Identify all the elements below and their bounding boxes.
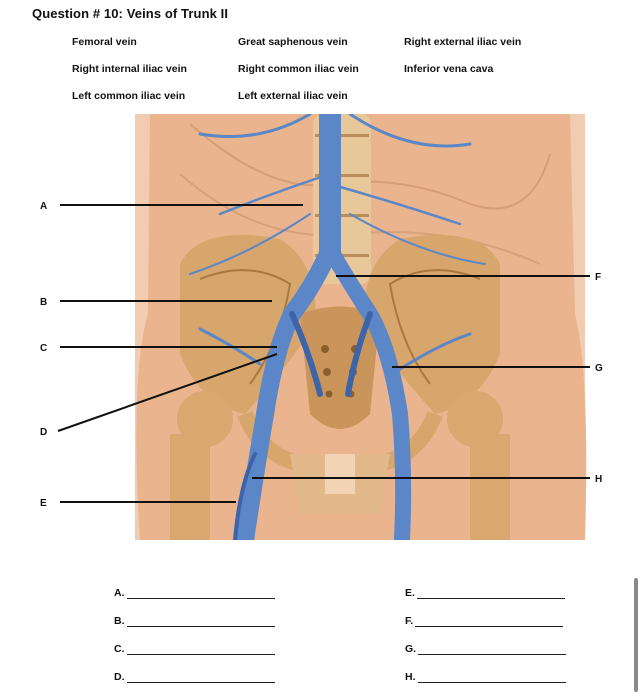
word-bank-item: Right external iliac vein bbox=[404, 36, 522, 48]
answer-blank-e[interactable] bbox=[416, 587, 565, 599]
answer-label: D. bbox=[114, 671, 125, 683]
leader-lines bbox=[57, 204, 590, 503]
answer-row-b[interactable]: B. bbox=[114, 615, 275, 627]
answer-blank-g[interactable] bbox=[418, 643, 567, 655]
answer-row-a[interactable]: A. bbox=[114, 587, 275, 599]
word-bank-item: Inferior vena cava bbox=[404, 63, 494, 75]
answer-blank-b[interactable] bbox=[126, 615, 275, 627]
scrollbar-thumb[interactable] bbox=[634, 578, 638, 692]
word-bank-item: Left common iliac vein bbox=[72, 90, 186, 102]
answer-label: C. bbox=[114, 643, 125, 655]
leader-line-d bbox=[57, 353, 278, 432]
answer-label: H. bbox=[405, 671, 416, 683]
answer-row-e[interactable]: E. bbox=[405, 587, 565, 599]
answer-label: G. bbox=[405, 643, 417, 655]
answer-row-f[interactable]: F. bbox=[405, 615, 564, 627]
anatomy-figure: A B C D E F G H bbox=[30, 114, 640, 540]
answer-label: A. bbox=[114, 587, 125, 599]
label-a: A bbox=[40, 201, 47, 212]
answer-blank-c[interactable] bbox=[126, 643, 275, 655]
word-bank: Femoral vein Great saphenous vein Right … bbox=[72, 36, 570, 102]
answer-row-h[interactable]: H. bbox=[405, 671, 566, 683]
label-d: D bbox=[40, 427, 47, 438]
question-title: Question # 10: Veins of Trunk II bbox=[32, 6, 229, 21]
word-bank-item: Great saphenous vein bbox=[238, 36, 348, 48]
word-bank-item: Femoral vein bbox=[72, 36, 137, 48]
label-g: G bbox=[595, 363, 603, 374]
answer-label: F. bbox=[405, 615, 414, 627]
answer-label: E. bbox=[405, 587, 415, 599]
label-b: B bbox=[40, 297, 47, 308]
label-c: C bbox=[40, 343, 47, 354]
answer-row-d[interactable]: D. bbox=[114, 671, 275, 683]
label-h: H bbox=[595, 474, 602, 485]
label-e: E bbox=[40, 498, 47, 509]
answer-blank-h[interactable] bbox=[417, 671, 566, 683]
word-bank-item: Right internal iliac vein bbox=[72, 63, 187, 75]
vein-network bbox=[189, 114, 486, 540]
answer-row-g[interactable]: G. bbox=[405, 643, 567, 655]
word-bank-item: Right common iliac vein bbox=[238, 63, 359, 75]
label-f: F bbox=[595, 272, 601, 283]
answer-blank-a[interactable] bbox=[126, 587, 275, 599]
answer-row-c[interactable]: C. bbox=[114, 643, 275, 655]
answer-blank-d[interactable] bbox=[126, 671, 275, 683]
pelvis-illustration bbox=[135, 114, 587, 540]
answer-blank-f[interactable] bbox=[415, 615, 564, 627]
word-bank-item: Left external iliac vein bbox=[238, 90, 348, 102]
answer-label: B. bbox=[114, 615, 125, 627]
